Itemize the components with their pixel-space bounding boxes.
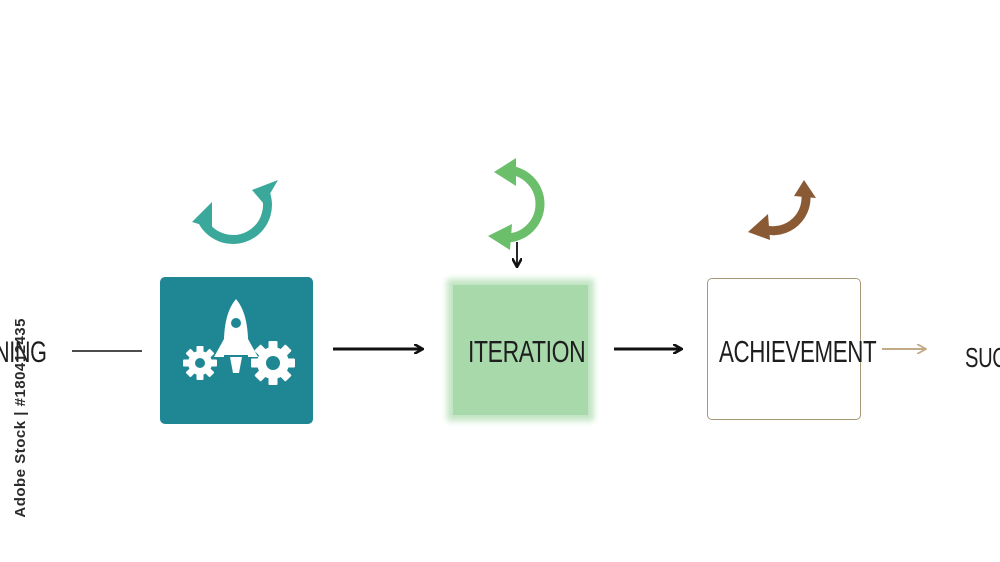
cycle-arrow-teal-icon <box>192 180 278 244</box>
stock-watermark: Adobe Stock | #180412435 <box>12 318 29 518</box>
iteration-step-box <box>453 285 588 415</box>
step-label-right: SUC <box>965 342 1000 373</box>
step-label-achievement: ACHIEVEMENT <box>719 334 877 369</box>
cycle-arrow-brown-icon <box>748 180 816 240</box>
step-label-left: NING <box>0 336 47 369</box>
cycle-arrow-green-icon <box>488 158 545 250</box>
rocket-gears-icon <box>183 299 295 385</box>
launch-step-box <box>160 277 313 424</box>
step-label-iteration: ITERATION <box>468 334 586 369</box>
achievement-step-box <box>707 278 861 420</box>
